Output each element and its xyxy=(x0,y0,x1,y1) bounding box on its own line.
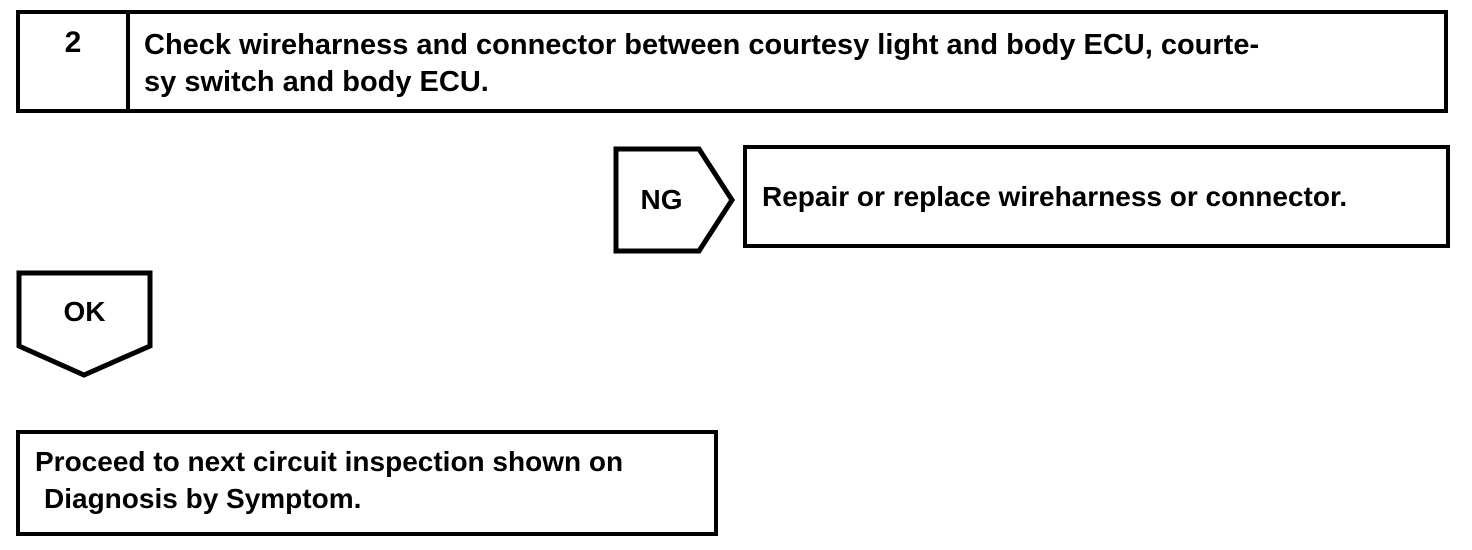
ok-action-box: Proceed to next circuit inspection shown… xyxy=(16,430,718,536)
ok-pentagon-shape xyxy=(16,270,153,378)
ok-branch-arrow: OK xyxy=(16,270,153,378)
ok-pentagon-icon xyxy=(16,270,153,378)
step-instruction-line2: sy switch and body ECU. xyxy=(144,66,489,98)
ok-label: OK xyxy=(63,296,106,327)
ng-branch-arrow: NG xyxy=(613,146,735,254)
ok-action-line2: Diagnosis by Symptom. xyxy=(44,483,362,514)
step-instruction: Check wireharness and connector between … xyxy=(130,14,1444,109)
ng-pentagon-shape xyxy=(613,146,735,254)
ng-pentagon-icon xyxy=(613,146,735,254)
ng-label: NG xyxy=(640,184,683,215)
ng-action-box: Repair or replace wireharness or connect… xyxy=(743,145,1450,248)
step-box: 2 Check wireharness and connector betwee… xyxy=(16,10,1448,113)
step-instruction-line1: Check wireharness and connector between … xyxy=(144,29,1260,61)
step-number: 2 xyxy=(20,14,130,109)
ng-action-text: Repair or replace wireharness or connect… xyxy=(762,180,1348,212)
ok-action-line1: Proceed to next circuit inspection shown… xyxy=(35,446,624,477)
